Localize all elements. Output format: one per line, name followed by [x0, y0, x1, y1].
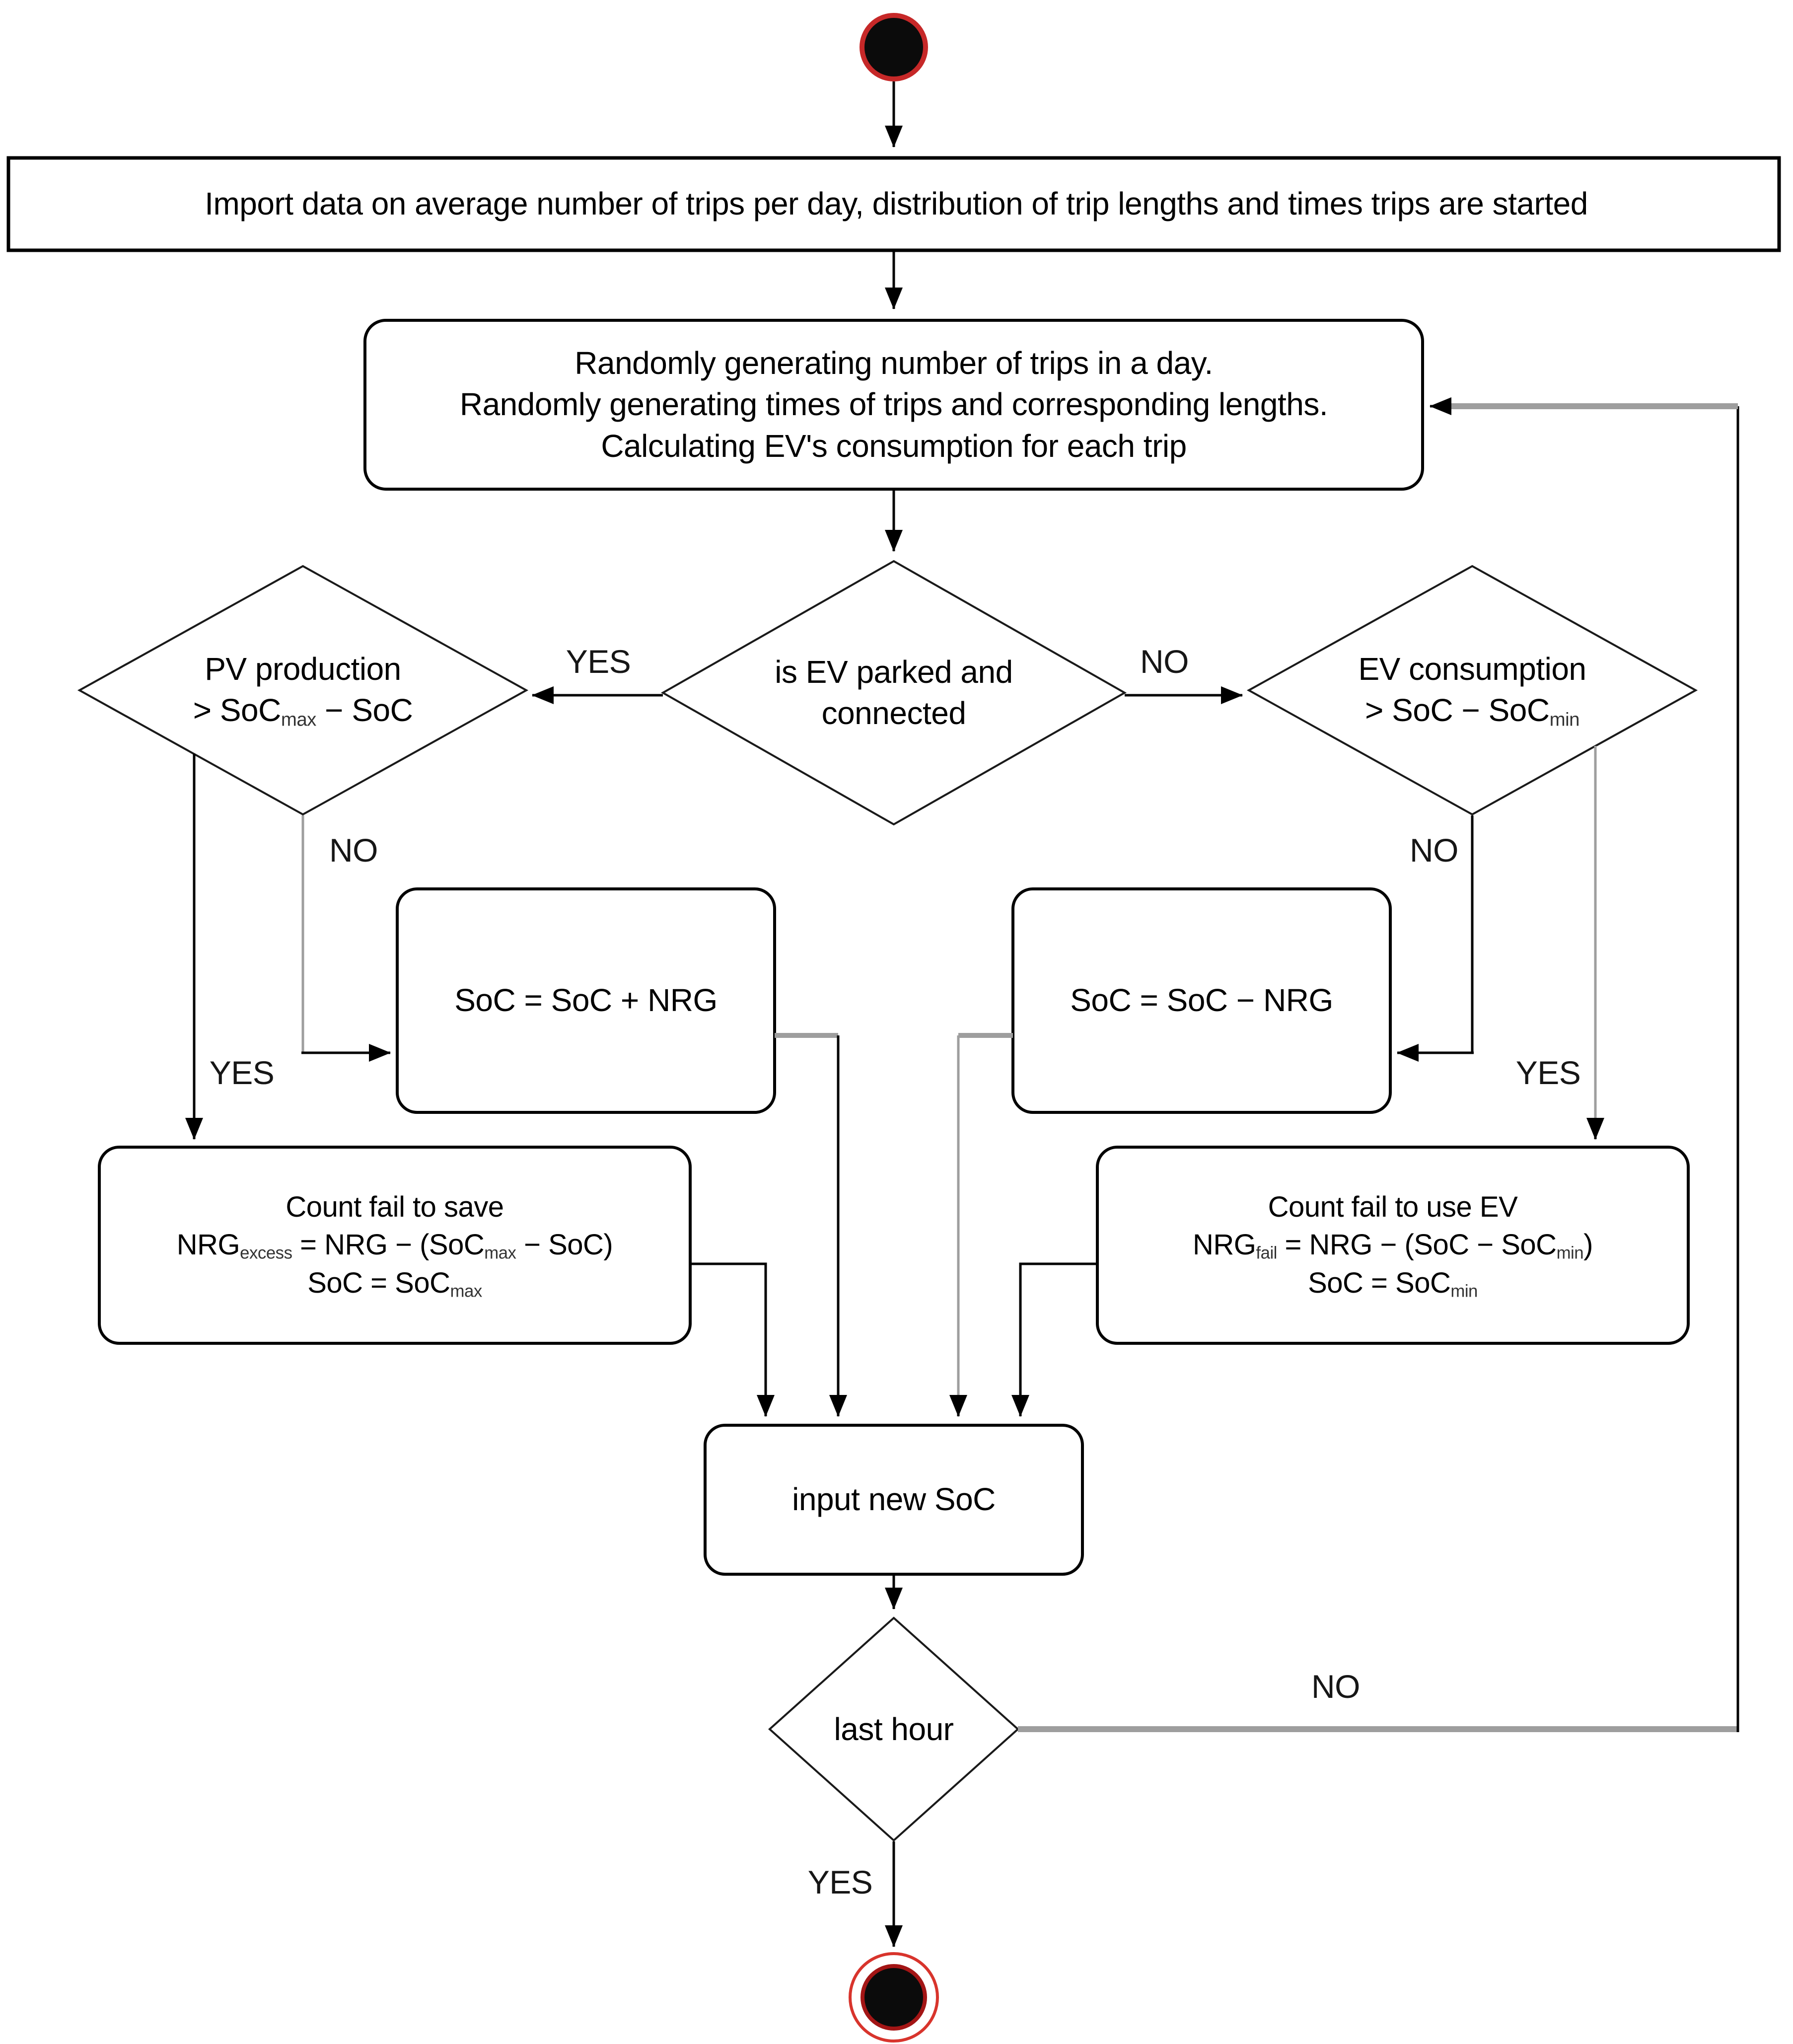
- pv-production-diamond: [77, 565, 529, 816]
- input-soc-box: [704, 1424, 1084, 1576]
- pv-production-text: PV production> SoCmax − SoC: [193, 651, 413, 730]
- soc-plus-text: SoC = SoC + NRG: [454, 982, 717, 1019]
- label-last-no: NO: [1311, 1668, 1361, 1705]
- edge-failuse-out: [1011, 1262, 1097, 1417]
- input-soc-text: input new SoC: [792, 1481, 996, 1518]
- end-node-ring: [849, 1952, 939, 2043]
- last-hour-diamond: [768, 1616, 1019, 1842]
- last-hour-text: last hour: [834, 1711, 954, 1748]
- generate-box-text: Randomly generating number of trips in a…: [459, 345, 1328, 464]
- ev-consumption-diamond: [1246, 565, 1698, 816]
- generate-box: [363, 319, 1424, 491]
- label-cons-no: NO: [1410, 832, 1459, 869]
- label-parked-yes: YES: [566, 643, 631, 680]
- ev-parked-diamond: [660, 560, 1127, 826]
- fail-use-box: [1096, 1146, 1690, 1345]
- import-box: [6, 156, 1781, 252]
- label-pv-yes: YES: [209, 1054, 275, 1091]
- label-cons-yes: YES: [1515, 1054, 1581, 1091]
- ev-consumption-text: EV consumption> SoC − SoCmin: [1358, 651, 1586, 730]
- fail-save-box: [98, 1146, 692, 1345]
- soc-minus-text: SoC = SoC − NRG: [1070, 982, 1333, 1019]
- edge-failsave-out: [690, 1262, 775, 1417]
- soc-minus-box: [1011, 887, 1392, 1114]
- start-node: [860, 13, 928, 81]
- import-box-text: Import data on average number of trips p…: [205, 186, 1588, 222]
- soc-plus-box: [396, 887, 776, 1114]
- label-parked-no: NO: [1140, 643, 1189, 680]
- label-pv-no: NO: [329, 832, 378, 869]
- end-node-core: [861, 1964, 927, 2031]
- label-last-yes: YES: [807, 1864, 873, 1900]
